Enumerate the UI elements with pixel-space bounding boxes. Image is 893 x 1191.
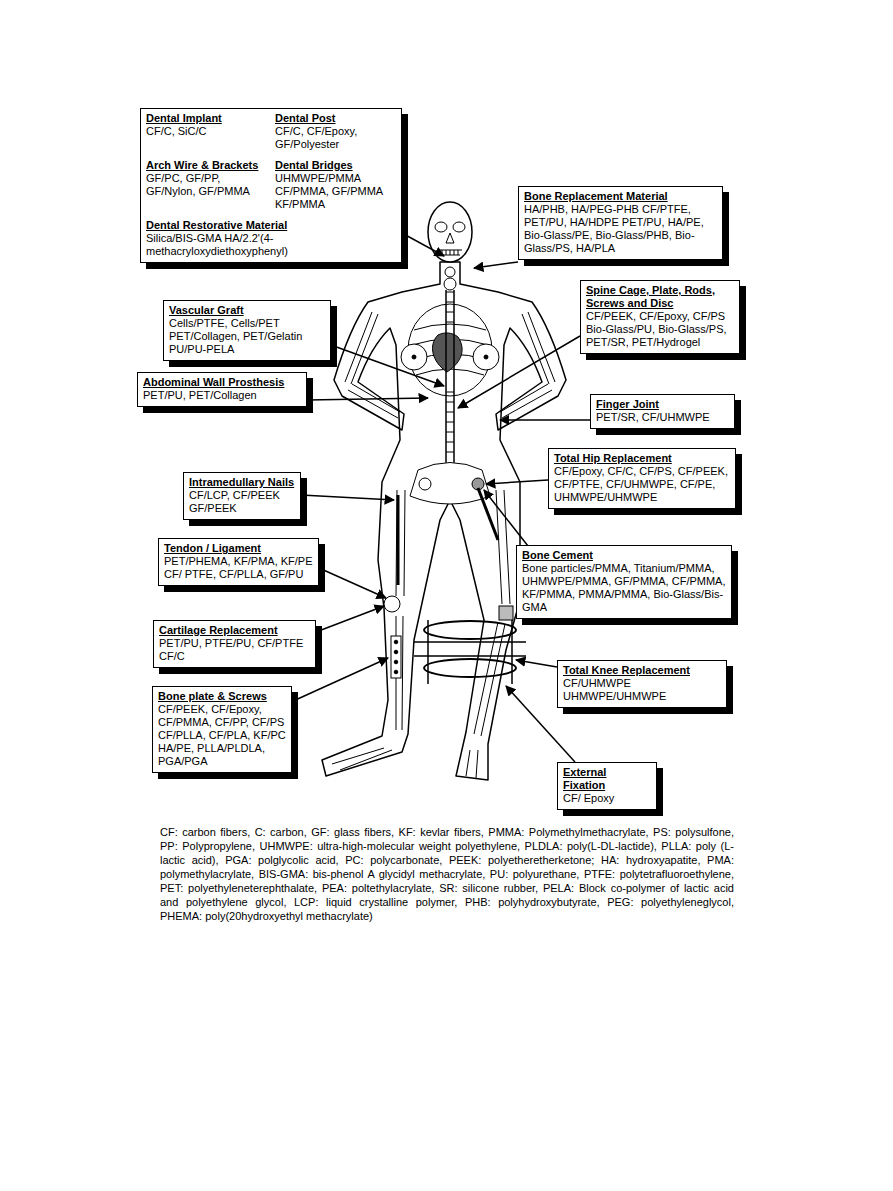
callout-box: Total Hip ReplacementCF/Epoxy, CF/C, CF/… xyxy=(548,448,736,509)
callout-heading: Tendon / Ligament xyxy=(164,542,313,555)
callout-heading: Bone Replacement Material xyxy=(524,190,717,203)
material-list: PET/PU, PET/Collagen xyxy=(143,389,301,402)
callout-box: Finger JointPET/SR, CF/UHMWPE xyxy=(590,394,735,429)
callout-box: Spine Cage, Plate, Rods, Screws and Disc… xyxy=(580,280,740,354)
callout-box: Intramedullary NailsCF/LCP, CF/PEEK GF/P… xyxy=(183,472,301,520)
callout-heading: Abdominal Wall Prosthesis xyxy=(143,376,301,389)
callout-box: Abdominal Wall ProsthesisPET/PU, PET/Col… xyxy=(137,372,307,407)
material-list: HA/PHB, HA/PEG-PHB CF/PTFE, PET/PU, HA/H… xyxy=(524,203,717,255)
callout-box: Vascular GraftCells/PTFE, Cells/PET PET/… xyxy=(163,300,331,361)
callout-box: Bone plate & ScrewsCF/PEEK, CF/Epoxy, CF… xyxy=(152,686,292,773)
callout-heading: Total Hip Replacement xyxy=(554,452,730,465)
callout-box: Bone CementBone particles/PMMA, Titanium… xyxy=(516,545,732,619)
callout-heading: Finger Joint xyxy=(596,398,729,411)
callout-heading: Vascular Graft xyxy=(169,304,325,317)
material-list: CF/LCP, CF/PEEK GF/PEEK xyxy=(189,489,295,515)
callout-heading: Intramedullary Nails xyxy=(189,476,295,489)
callout-heading: Cartilage Replacement xyxy=(159,624,310,637)
callout-box: Total Knee ReplacementCF/UHMWPE UHMWPE/U… xyxy=(557,660,727,708)
material-list: CF/PEEK, CF/Epoxy, CF/PMMA, CF/PP, CF/PS… xyxy=(158,703,286,768)
material-list: CF/C, CF/Epoxy, GF/Polyester xyxy=(275,125,396,151)
callout-heading: External Fixation xyxy=(563,766,651,792)
callout-heading: Dental Restorative Material xyxy=(146,219,396,232)
callout-heading: Total Knee Replacement xyxy=(563,664,721,677)
callout-box: Dental ImplantCF/C, SiC/C Dental PostCF/C… xyxy=(140,108,402,263)
material-list: Bone particles/PMMA, Titanium/PMMA, UHMW… xyxy=(522,562,726,614)
skeleton xyxy=(332,222,555,778)
material-list: CF/PEEK, CF/Epoxy, CF/PS Bio-Glass/PU, B… xyxy=(586,310,734,349)
callout-heading: Dental Post xyxy=(275,112,396,125)
material-list: Silica/BIS-GMA HA/2.2'(4-methacryloxydie… xyxy=(146,232,396,258)
external-fixator xyxy=(414,620,526,684)
material-list: CF/C, SiC/C xyxy=(146,125,267,151)
material-list: GF/PC, GF/PP, GF/Nylon, GF/PMMA xyxy=(146,172,267,211)
material-list: PET/SR, CF/UHMWPE xyxy=(596,411,729,424)
callout-box: Cartilage ReplacementPET/PU, PTFE/PU, CF… xyxy=(153,620,316,668)
abbreviation-caption: CF: carbon fibers, C: carbon, GF: glass … xyxy=(160,825,734,923)
human-figure xyxy=(322,202,566,780)
callout-box: External FixationCF/ Epoxy xyxy=(557,762,657,810)
callout-heading: Dental Implant xyxy=(146,112,267,125)
leader-lines xyxy=(291,232,590,762)
callout-heading: Arch Wire & Brackets xyxy=(146,159,267,172)
callout-heading: Spine Cage, Plate, Rods, Screws and Disc xyxy=(586,284,734,310)
callout-heading: Bone plate & Screws xyxy=(158,690,286,703)
callout-heading: Dental Bridges xyxy=(275,159,396,172)
callout-box: Bone Replacement MaterialHA/PHB, HA/PEG-… xyxy=(518,186,723,260)
material-list: PET/PHEMA, KF/PMA, KF/PE CF/ PTFE, CF/PL… xyxy=(164,555,313,581)
material-list: UHMWPE/PMMA CF/PMMA, GF/PMMA KF/PMMA xyxy=(275,172,396,211)
callout-box: Tendon / LigamentPET/PHEMA, KF/PMA, KF/P… xyxy=(158,538,319,586)
material-list: Cells/PTFE, Cells/PET PET/Collagen, PET/… xyxy=(169,317,325,356)
material-list: PET/PU, PTFE/PU, CF/PTFE CF/C xyxy=(159,637,310,663)
material-list: CF/Epoxy, CF/C, CF/PS, CF/PEEK, CF/PTFE,… xyxy=(554,465,730,504)
material-list: CF/UHMWPE UHMWPE/UHMWPE xyxy=(563,677,721,703)
callout-heading: Bone Cement xyxy=(522,549,726,562)
material-list: CF/ Epoxy xyxy=(563,792,651,805)
